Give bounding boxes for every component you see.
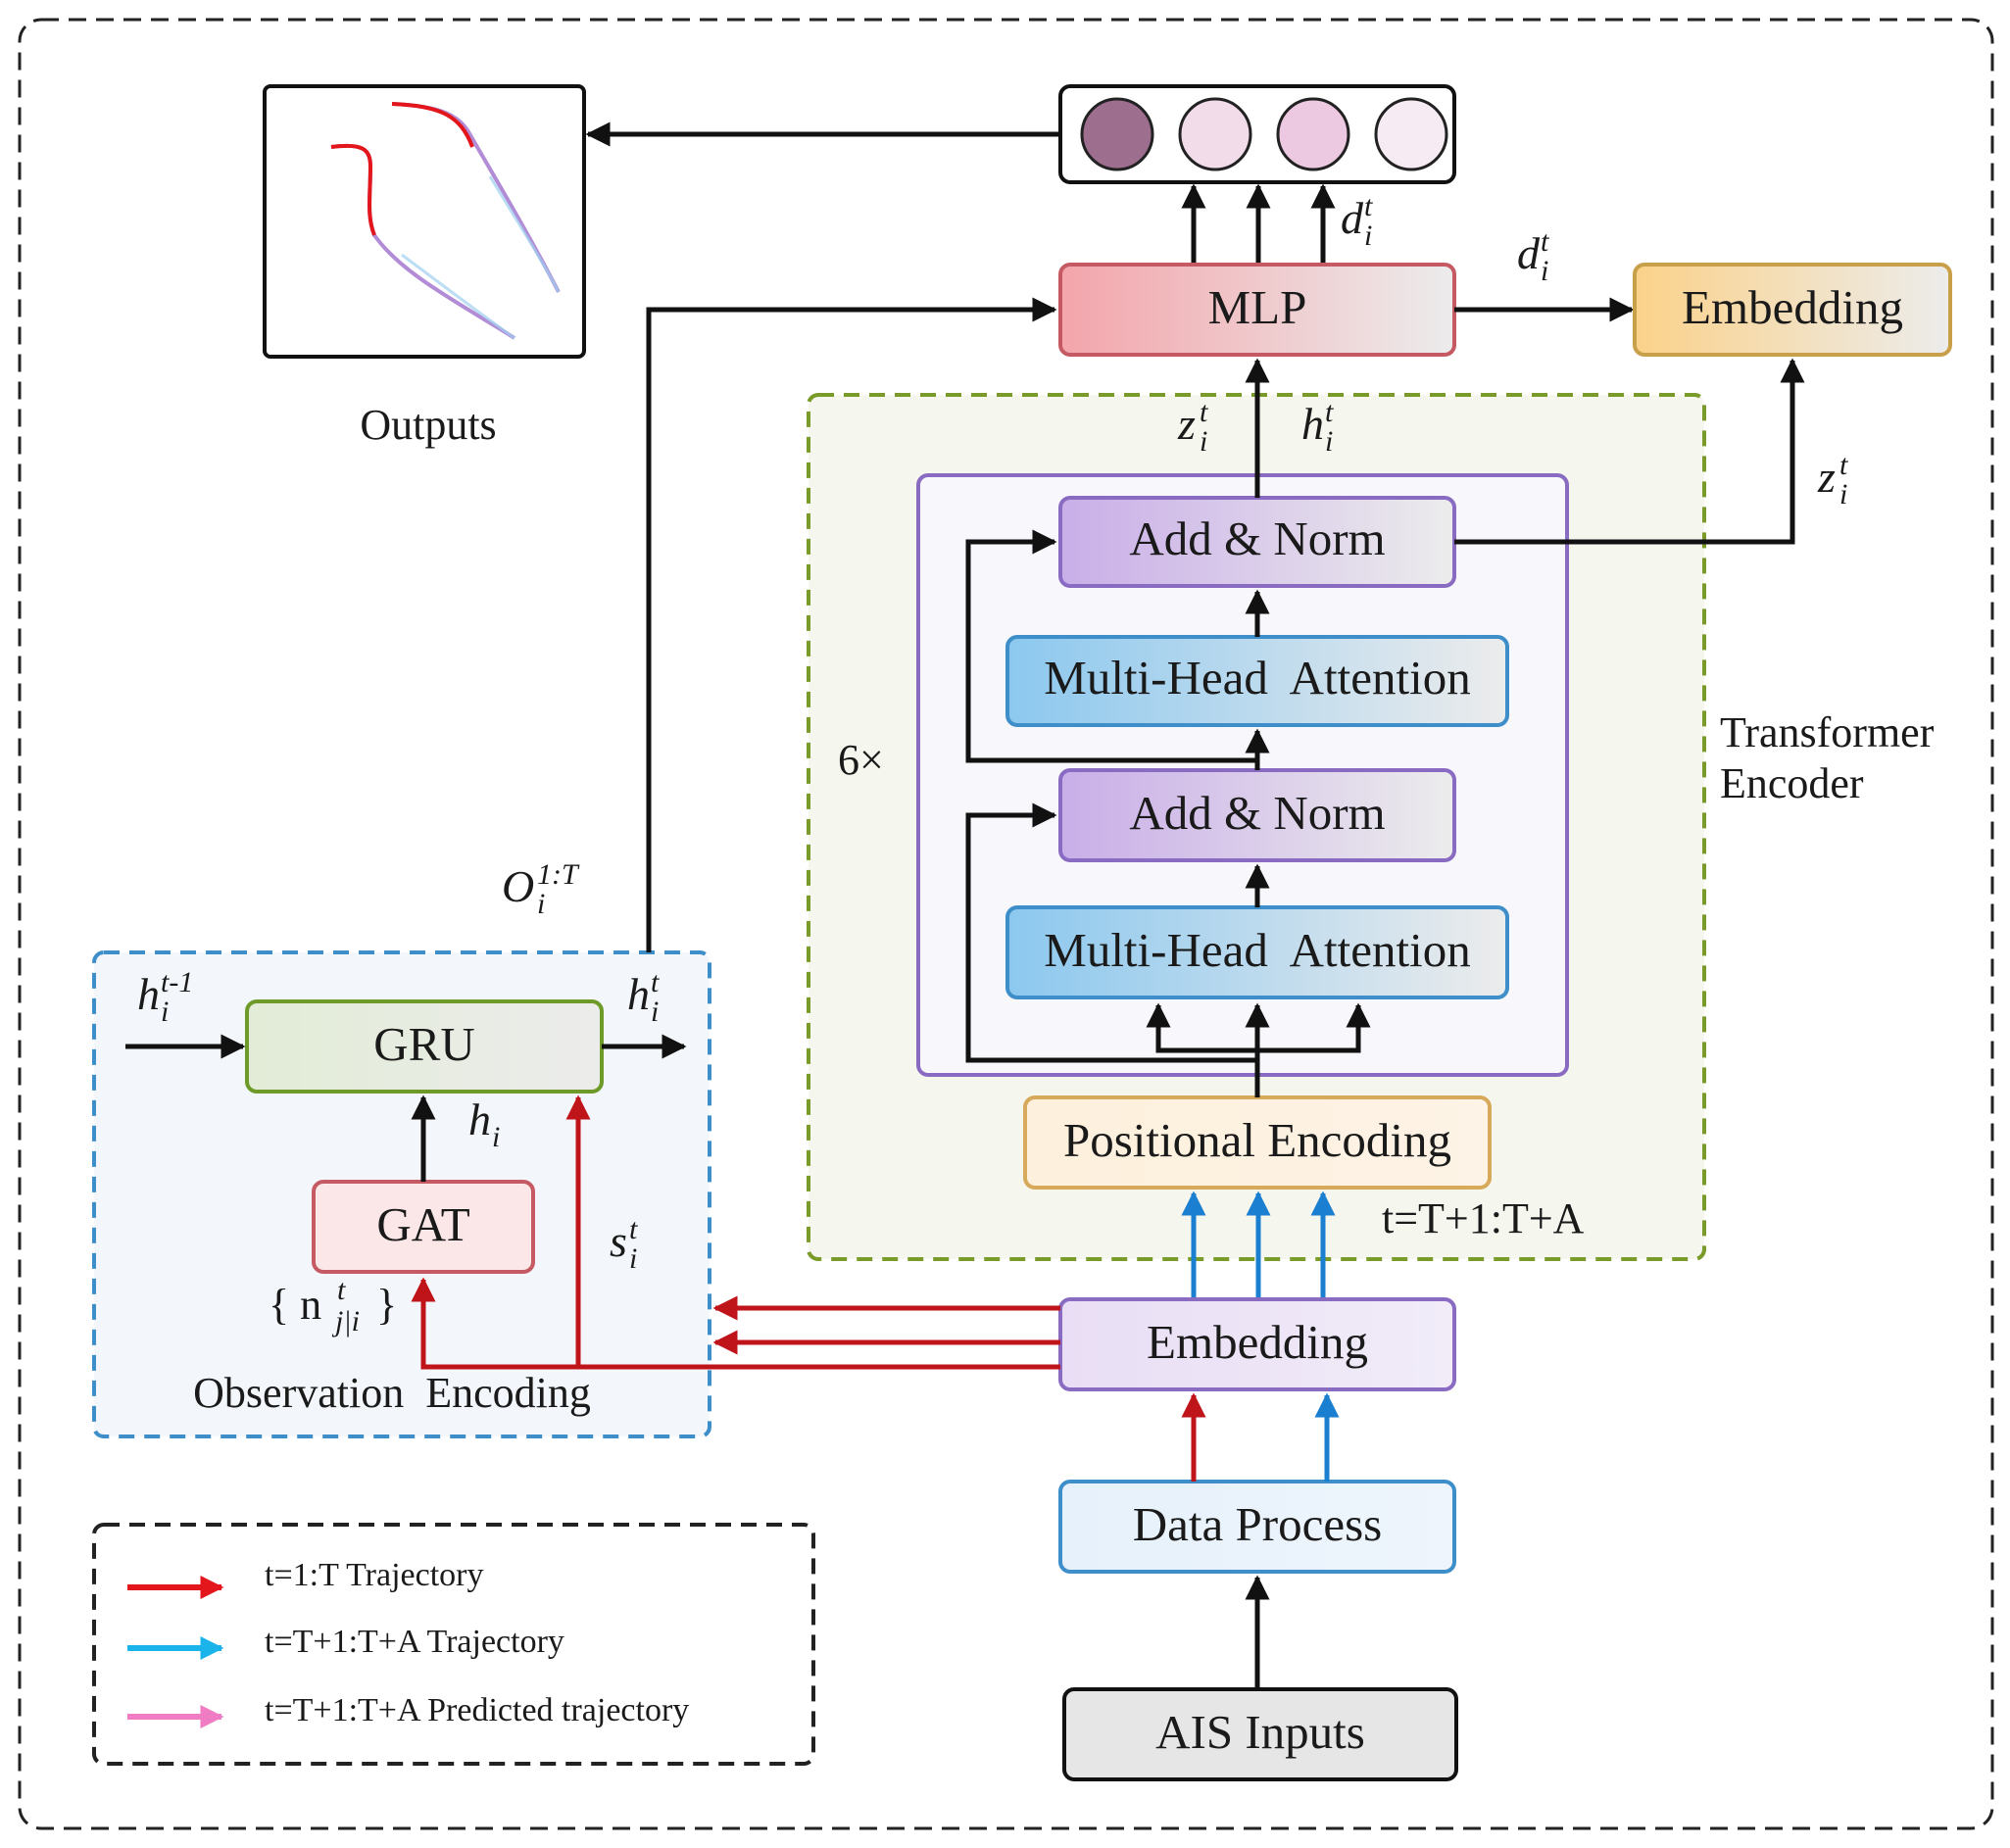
legend-item-1: t=1:T Trajectory: [127, 1557, 484, 1599]
svg-text:t=T+1:T+A Trajectory: t=T+1:T+A Trajectory: [265, 1624, 564, 1660]
svg-text:t: t: [337, 1274, 346, 1306]
output-node-2: [1178, 97, 1252, 171]
svg-text:i: i: [161, 996, 169, 1028]
arrow-addnorm-to-embedding-top: [1454, 358, 1805, 545]
output-node-3: [1276, 97, 1350, 171]
svg-text:t: t: [1839, 449, 1848, 481]
legend-box: [92, 1523, 815, 1766]
svg-text:i: i: [1325, 425, 1333, 458]
label-d-i-t-nodes: d t i: [1341, 190, 1373, 252]
svg-text:z: z: [1817, 452, 1836, 502]
label-O-i-1T: O 1:T i: [502, 858, 580, 920]
svg-text:t: t: [1541, 225, 1549, 258]
label-s-i-t: s t i: [610, 1213, 638, 1275]
svg-text:t: t: [1325, 396, 1334, 428]
svg-text:h: h: [137, 969, 160, 1019]
embedding-top-label: Embedding: [1682, 280, 1903, 334]
positional-encoding-label: Positional Encoding: [1063, 1113, 1451, 1167]
legend-item-3: t=T+1:T+A Predicted trajectory: [127, 1692, 689, 1728]
svg-text:t: t: [1200, 396, 1208, 428]
transformer-encoder-label-line1: Transformer: [1720, 708, 1935, 756]
svg-text:h: h: [1301, 399, 1324, 449]
svg-text:i: i: [537, 888, 545, 920]
embedding-bottom-label: Embedding: [1147, 1315, 1368, 1369]
svg-text:t: t: [651, 966, 660, 998]
residual-top: [965, 529, 1257, 763]
output-node-1: [1080, 97, 1154, 171]
mha-top-label: Multi-Head Attention: [1044, 651, 1471, 705]
embedding-top-box: [1633, 263, 1952, 357]
label-d-i-t-mlp: d t i: [1517, 225, 1549, 287]
transformer-encoder-label-line2: Encoder: [1720, 759, 1864, 807]
red-path-emb-to-gat: [411, 1277, 1060, 1370]
ais-inputs-label: AIS Inputs: [1155, 1705, 1365, 1759]
svg-text:i: i: [1541, 255, 1548, 287]
svg-text:O: O: [502, 861, 534, 911]
add-norm-bottom-label: Add & Norm: [1129, 786, 1385, 840]
svg-text:d: d: [1341, 193, 1364, 243]
svg-text:h: h: [468, 1094, 491, 1144]
arrow-obs-to-mlp: [646, 297, 1057, 952]
ais-inputs-box: [1062, 1687, 1458, 1781]
svg-text:t: t: [1364, 190, 1373, 222]
observation-encoding-label: Observation Encoding: [193, 1369, 591, 1417]
t-range-label: t=T+1:T+A: [1382, 1194, 1585, 1242]
label-h-i-t-gru: h t i: [627, 966, 660, 1028]
label-z-i-t-right: z t i: [1817, 449, 1848, 511]
svg-text:t=1:T Trajectory: t=1:T Trajectory: [265, 1557, 484, 1593]
svg-text:i: i: [1839, 478, 1847, 511]
svg-text:i: i: [629, 1242, 637, 1275]
data-process-box: [1058, 1480, 1456, 1574]
data-process-label: Data Process: [1133, 1497, 1382, 1551]
label-h-i-t-center: h t i: [1301, 396, 1334, 458]
mlp-label: MLP: [1208, 280, 1307, 334]
svg-text:z: z: [1177, 399, 1196, 449]
outputs-label: Outputs: [360, 401, 496, 449]
svg-text:}: }: [376, 1281, 397, 1329]
svg-text:1:T: 1:T: [537, 858, 580, 891]
svg-text:s: s: [610, 1216, 627, 1266]
label-z-i-t-center: z t i: [1177, 396, 1208, 458]
svg-text:t: t: [629, 1213, 638, 1245]
add-norm-top-label: Add & Norm: [1129, 511, 1385, 565]
output-node-4: [1374, 97, 1448, 171]
gat-label: GAT: [376, 1197, 469, 1251]
label-neighbor-set: { n t j|i }: [269, 1274, 397, 1337]
svg-text:j|i: j|i: [331, 1305, 360, 1337]
gru-label: GRU: [373, 1017, 474, 1071]
svg-text:{ n: { n: [269, 1281, 321, 1329]
legend-item-2: t=T+1:T+A Trajectory: [127, 1624, 564, 1660]
repeat-label: 6×: [838, 736, 884, 784]
residual-bottom: [965, 802, 1257, 1063]
outer-frame: [18, 18, 1994, 1830]
svg-text:h: h: [627, 969, 650, 1019]
svg-text:t=T+1:T+A Predicted trajector: t=T+1:T+A Predicted trajectory: [265, 1692, 689, 1728]
arrow-qkv-right: [1257, 1002, 1371, 1053]
svg-text:d: d: [1517, 228, 1541, 278]
svg-text:i: i: [1200, 425, 1207, 458]
outputs-panel: [263, 84, 586, 359]
mha-bottom-label: Multi-Head Attention: [1044, 923, 1471, 977]
svg-text:i: i: [1364, 219, 1372, 252]
svg-text:t-1: t-1: [161, 966, 193, 998]
arrow-qkv-left: [1146, 1002, 1257, 1053]
label-h-i: h i: [468, 1094, 500, 1153]
svg-text:i: i: [492, 1121, 500, 1153]
svg-text:i: i: [651, 996, 659, 1028]
label-h-i-t-minus-1: h t-1 i: [137, 966, 193, 1028]
